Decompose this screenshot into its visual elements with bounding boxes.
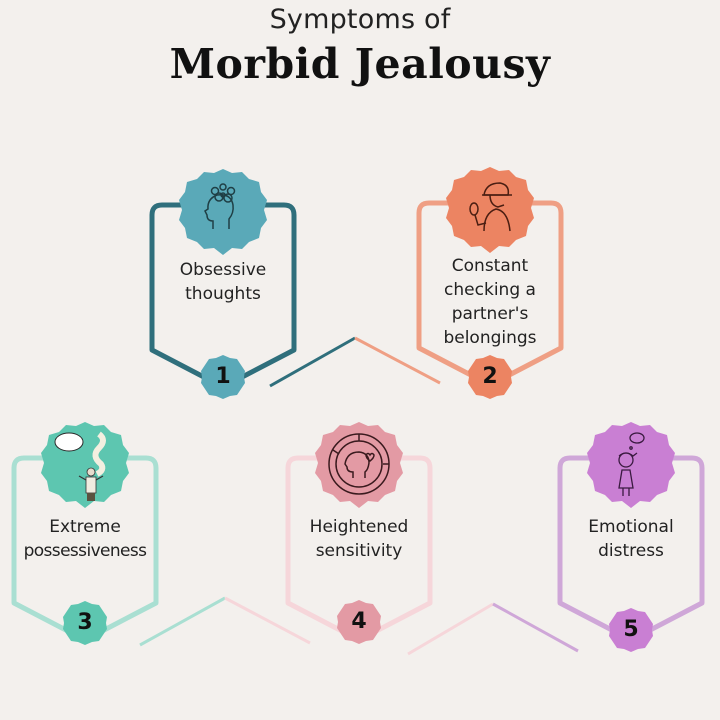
badge-3	[39, 420, 131, 512]
badge-1	[177, 167, 269, 259]
number-badge-2: 2	[467, 354, 513, 400]
connector-line-3	[139, 596, 226, 647]
number-badge-3: 3	[62, 600, 108, 646]
badge-4	[313, 420, 405, 512]
badge-5	[585, 420, 677, 512]
connector-line-6	[492, 602, 579, 653]
number-badge-5: 5	[608, 607, 654, 653]
number-badge-1: 1	[200, 354, 246, 400]
connector-line-4	[224, 596, 311, 645]
symptom-label-3: Extreme possessiveness	[23, 517, 147, 561]
symptom-label-1: Obsessive thoughts	[179, 260, 267, 304]
connector-line-2	[354, 336, 441, 385]
connector-line-5	[407, 602, 494, 656]
symptom-card-3: Extreme possessiveness 3	[10, 422, 160, 655]
badge-2	[444, 165, 536, 257]
number-badge-4: 4	[336, 599, 382, 645]
symptom-label-4: Heightened sensitivity	[309, 517, 409, 561]
symptom-card-5: Emotional distress 5	[556, 422, 706, 655]
symptom-card-1: Obsessive thoughts 1	[148, 169, 298, 402]
symptom-label-5: Emotional distress	[588, 517, 674, 561]
sad-girl-icon	[618, 432, 645, 496]
head-maze-icon	[328, 433, 390, 495]
person-thought-bubble-icon	[54, 431, 106, 501]
symptom-card-4: Heightened sensitivity 4	[284, 422, 434, 655]
symptom-card-2: Constant checking a partner's belongings…	[415, 167, 565, 400]
detective-magnifier-icon	[469, 182, 512, 232]
connector-line-1	[269, 336, 356, 388]
symptom-label-2: Constant checking a partner's belongings	[443, 256, 537, 348]
subtitle: Symptoms of	[269, 4, 451, 35]
head-spiral-thoughts-icon	[204, 183, 236, 229]
page-title: Morbid Jealousy	[169, 40, 551, 88]
